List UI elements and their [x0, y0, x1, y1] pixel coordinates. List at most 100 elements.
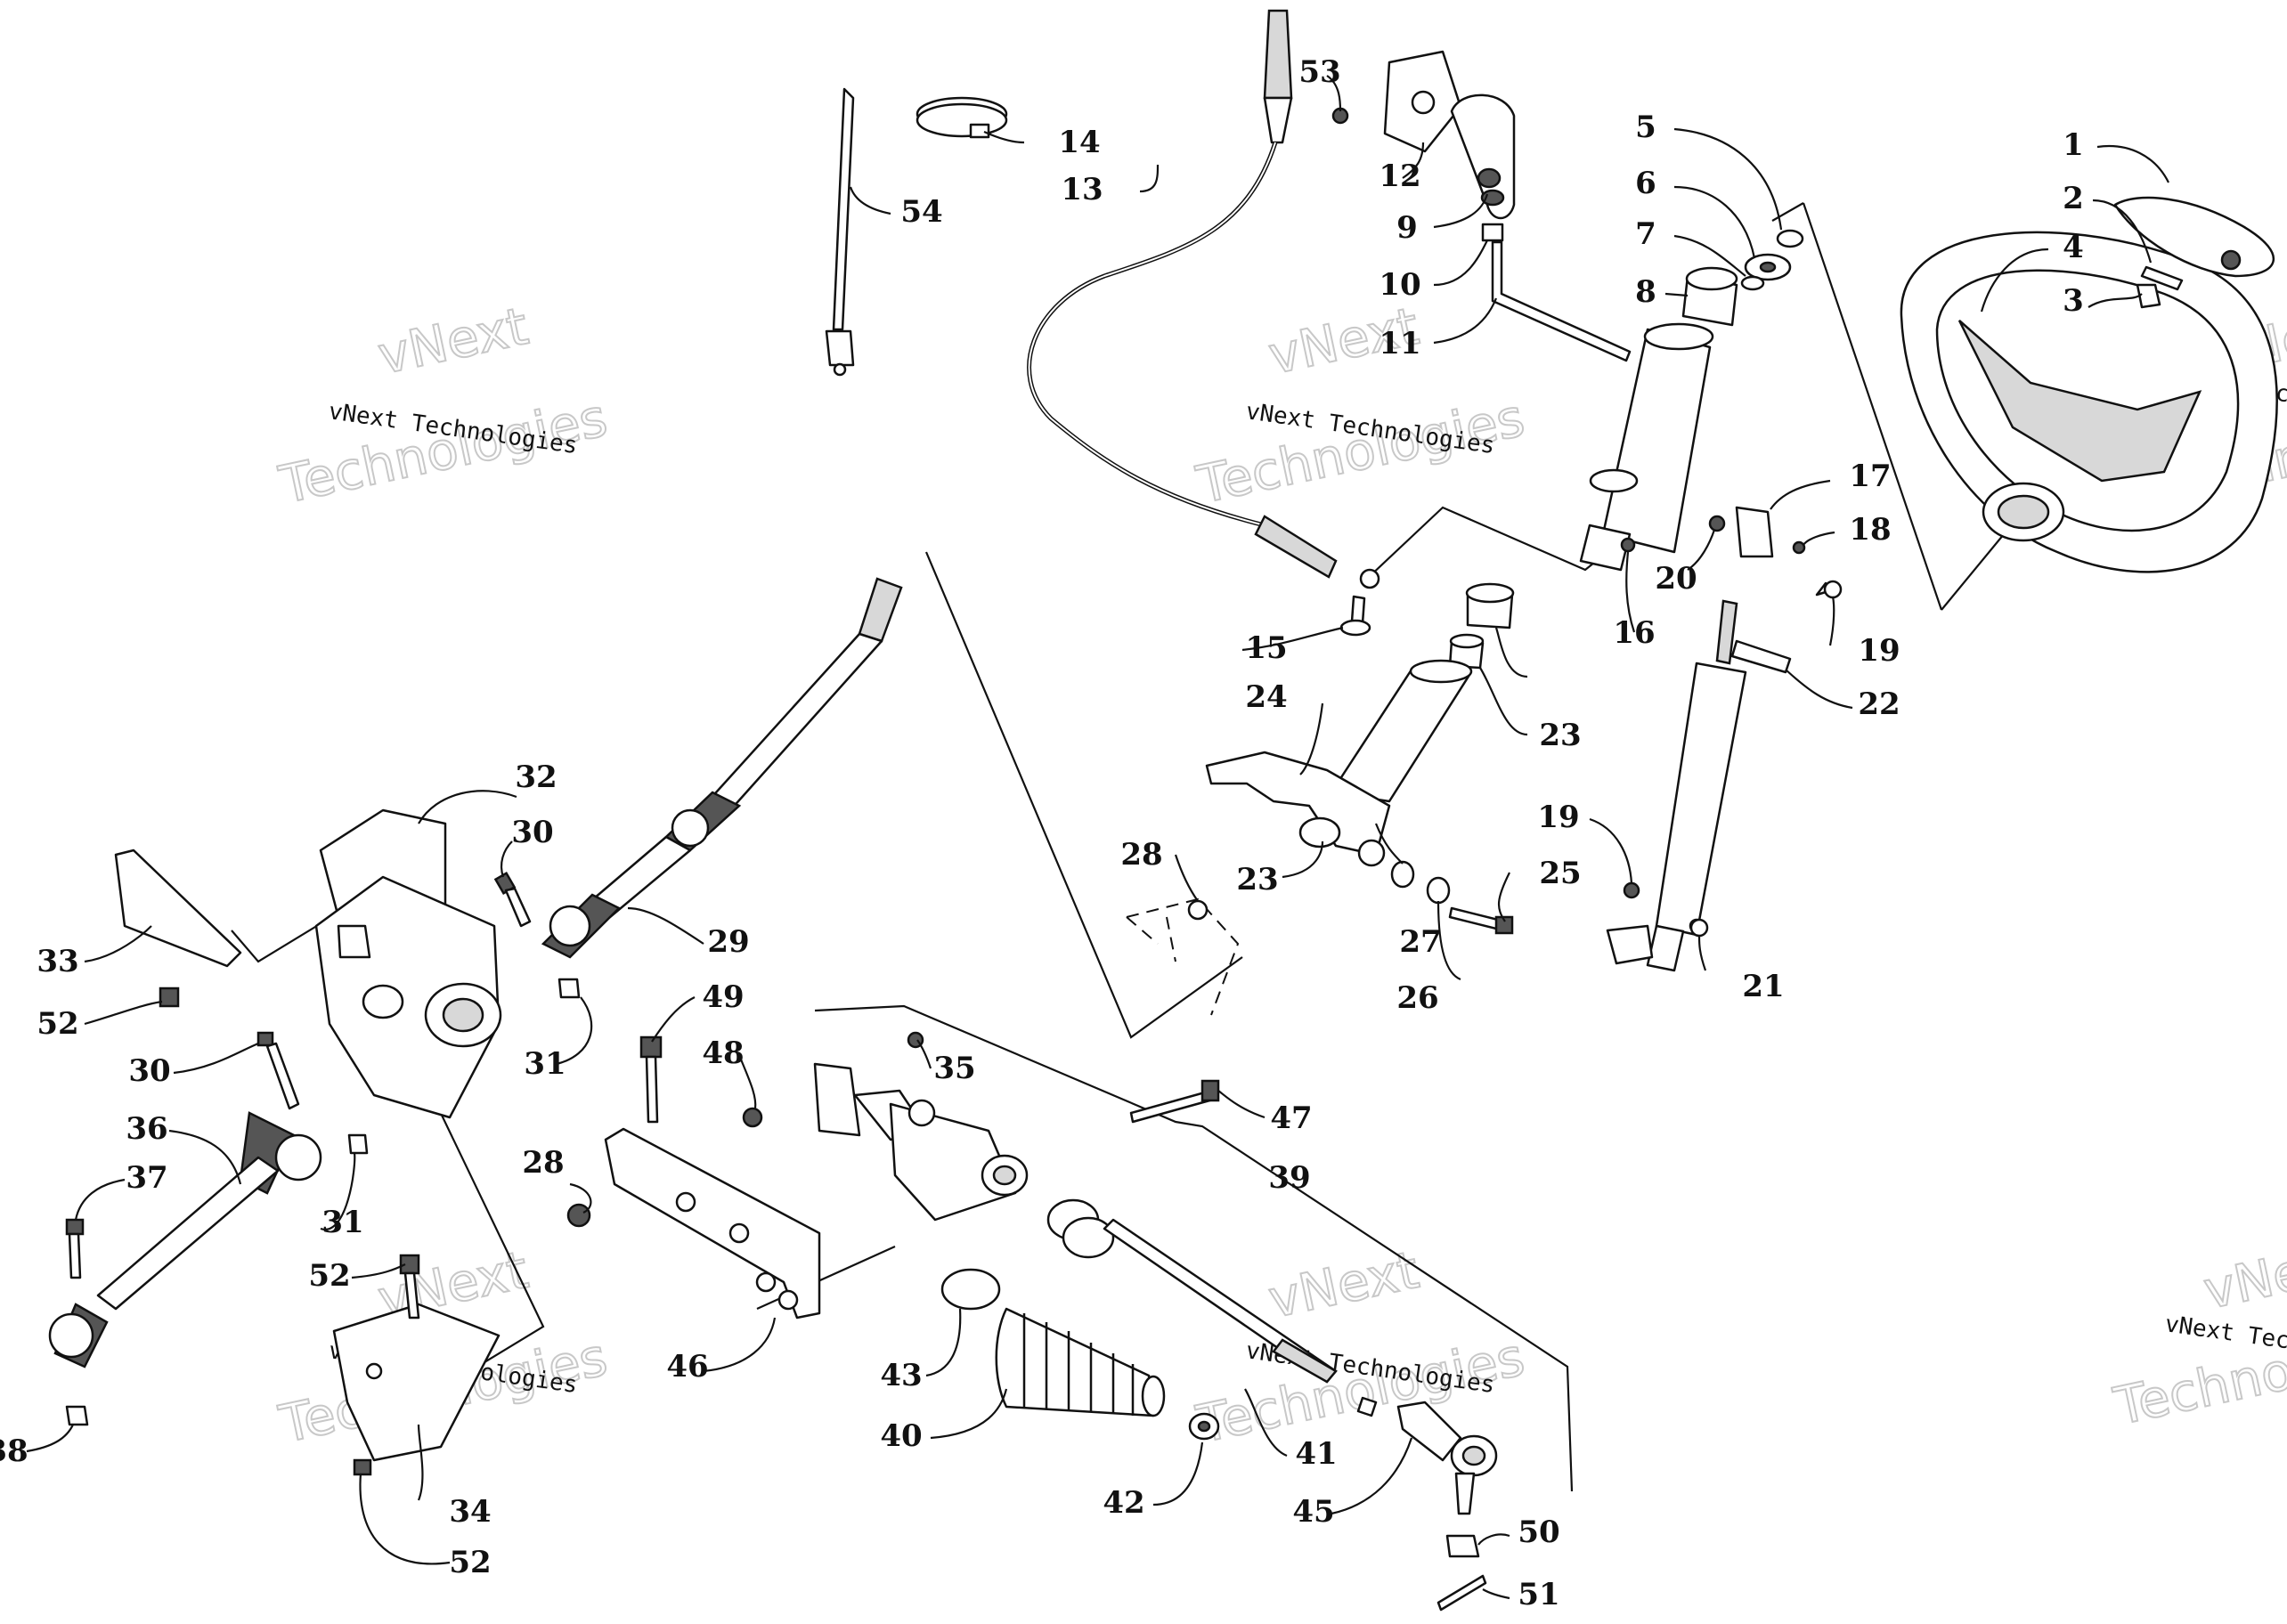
callout-2: 2 — [2063, 181, 2084, 216]
callout-40: 40 — [880, 1418, 922, 1454]
callout-47: 47 — [1270, 1100, 1312, 1136]
callout-1: 1 — [2063, 127, 2084, 163]
bolt-52-lower — [353, 1458, 372, 1476]
callout-37: 37 — [126, 1160, 167, 1196]
gas-strut — [1623, 599, 1792, 972]
steering-rack-35 — [813, 1031, 1029, 1222]
callout-53: 53 — [1298, 54, 1340, 90]
nut-50 — [1445, 1534, 1480, 1558]
rack-bracket-46 — [604, 1127, 821, 1320]
watermark-vnext-1: vNext — [373, 296, 533, 386]
pin-2 — [2140, 265, 2184, 291]
tie-rod-end-45 — [1396, 1401, 1498, 1515]
callout-8: 8 — [1635, 274, 1656, 310]
callout-14: 14 — [1058, 125, 1100, 160]
wheel-cap-1 — [2113, 196, 2275, 278]
callout-28: 28 — [1120, 837, 1162, 873]
callout-48: 48 — [702, 1035, 744, 1071]
column-clamp-17 — [1708, 506, 1843, 599]
steering-wheel — [1900, 231, 2278, 573]
callout-42: 42 — [1103, 1485, 1144, 1521]
bushing-8-lower — [1465, 582, 1515, 629]
callout-54: 54 — [900, 194, 942, 230]
nut-48 — [742, 1107, 763, 1128]
nut-16 — [1620, 537, 1636, 553]
callout-31: 31 — [524, 1046, 566, 1082]
washers-5-6-7 — [1740, 229, 1804, 291]
screw-21 — [1689, 918, 1709, 938]
callout-20: 20 — [1655, 561, 1697, 597]
shift-cable — [1027, 9, 1380, 589]
boot-clamp-43 — [940, 1268, 1001, 1311]
hose-clamp-14 — [916, 96, 1008, 139]
frame-steering-wheel-top — [1771, 202, 1804, 222]
callout-7: 7 — [1635, 216, 1656, 252]
callout-18: 18 — [1849, 512, 1891, 548]
frame-steering-wheel-bottom — [1941, 533, 2005, 611]
callout-45: 45 — [1292, 1494, 1334, 1530]
callout-3: 3 — [2063, 283, 2084, 319]
bushing-8-upper — [1681, 266, 1738, 327]
callout-12: 12 — [1379, 158, 1420, 194]
power-steering-unit — [314, 808, 502, 1119]
callout-43: 43 — [880, 1358, 922, 1393]
callout-28b: 28 — [522, 1145, 564, 1181]
lower-steering-shaft — [48, 1111, 322, 1368]
bolt-30-lower — [256, 1031, 300, 1110]
callout-13: 13 — [1061, 172, 1103, 207]
cotter-pin-51 — [1436, 1574, 1487, 1612]
callout-16: 16 — [1613, 615, 1655, 651]
shift-knob — [1450, 93, 1516, 242]
hardware-25-26-27 — [1390, 860, 1514, 935]
callout-22: 22 — [1858, 686, 1900, 722]
callout-50: 50 — [1518, 1514, 1559, 1550]
callout-5: 5 — [1635, 110, 1656, 145]
frame-rack-assembly — [814, 1004, 1574, 1492]
bolt-37 — [65, 1218, 85, 1279]
bushing-23-upper — [1448, 633, 1485, 670]
callout-41: 41 — [1295, 1436, 1337, 1472]
frame-steering-wheel-left — [1802, 202, 1943, 611]
inner-tie-rod-41 — [1046, 1198, 1338, 1384]
callout-11: 11 — [1379, 326, 1420, 361]
frame-shaft-link — [924, 551, 1243, 1039]
rack-boot-40 — [995, 1307, 1166, 1417]
cable-tie — [825, 87, 855, 377]
lower-column-housing — [1205, 659, 1473, 867]
callout-labels: 1 2 3 4 5 6 7 8 9 10 11 12 13 14 15 16 1… — [0, 54, 2084, 1612]
callout-26: 26 — [1396, 980, 1438, 1016]
mount-bracket-34 — [332, 1303, 501, 1462]
callout-17: 17 — [1849, 459, 1891, 494]
clamp-42 — [1188, 1412, 1220, 1441]
nut-31-upper — [558, 978, 581, 999]
callout-6: 6 — [1635, 166, 1656, 201]
callout-38: 38 — [0, 1433, 28, 1469]
bolt-49 — [639, 1035, 663, 1124]
callout-30: 30 — [511, 815, 553, 850]
callout-52b: 52 — [308, 1258, 350, 1294]
callout-9: 9 — [1396, 210, 1418, 246]
nut-28-lower — [566, 1203, 591, 1228]
screw-15 — [1339, 595, 1371, 637]
shift-plate-bracket — [1331, 50, 1462, 153]
intermediate-shaft — [541, 577, 903, 959]
callout-34: 34 — [449, 1494, 491, 1530]
callout-32: 32 — [515, 759, 557, 795]
callout-15: 15 — [1245, 630, 1287, 666]
callout-23b: 23 — [1236, 862, 1278, 897]
callout-29: 29 — [707, 924, 749, 960]
callout-19b: 19 — [1537, 800, 1579, 835]
callout-31b: 31 — [321, 1205, 363, 1240]
bolt-52-middle — [399, 1254, 420, 1320]
callout-49: 49 — [702, 979, 744, 1015]
small-bracket — [1606, 924, 1654, 965]
callout-35: 35 — [933, 1051, 975, 1086]
callout-25: 25 — [1539, 856, 1581, 891]
bolt-52-upper — [159, 987, 180, 1008]
watermark-vnext-6: vNext — [2199, 1230, 2287, 1321]
watermark-vnext-5: vNext — [1264, 1239, 1424, 1330]
bolt-30-upper — [493, 871, 532, 928]
bolt-47 — [1129, 1079, 1220, 1124]
nut-38 — [65, 1405, 89, 1426]
